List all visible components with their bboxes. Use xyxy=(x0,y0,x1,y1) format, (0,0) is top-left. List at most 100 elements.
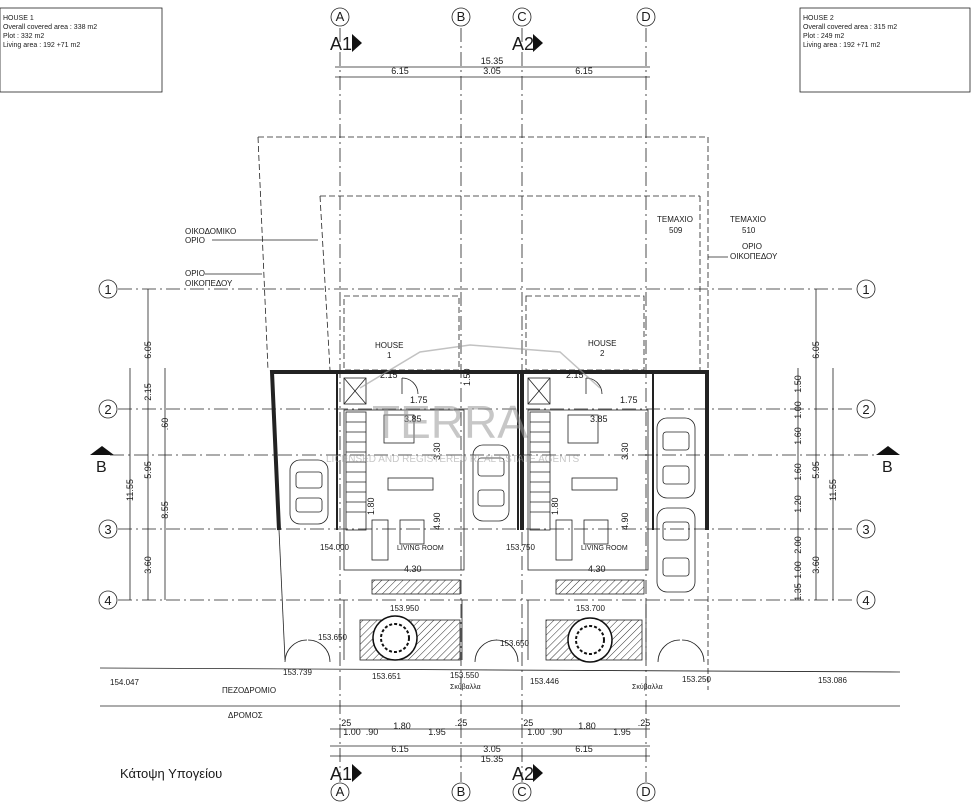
level-153739: 153.739 xyxy=(283,668,312,677)
tree-icon xyxy=(567,617,613,663)
h2-dim-385: 3.85 xyxy=(590,414,608,424)
dim-top-total: 15.35 xyxy=(481,56,504,66)
dim-right-d4: 1.60 xyxy=(793,463,803,481)
grid-row-4-right: 4 xyxy=(862,593,869,608)
section-b-right: B xyxy=(882,459,893,476)
house1-living: Living area : 192 +71 m2 xyxy=(3,42,80,49)
grid-row-4-left: 4 xyxy=(104,593,111,608)
level-153651: 153.651 xyxy=(372,672,401,681)
h1-dim-215: 2.15 xyxy=(380,370,398,380)
house2-covered: Overall covered area : 315 m2 xyxy=(803,24,897,31)
car-icon xyxy=(656,507,696,593)
h2-living-room: LIVING ROOM xyxy=(581,545,628,552)
dim-right-d6: 2.00 xyxy=(793,536,803,554)
dim-bottom-b: 1.00 xyxy=(343,727,361,737)
label-oikodomiko-2: ΟΡΙΟ xyxy=(185,236,205,245)
car-icons xyxy=(289,417,696,593)
grid-col-c-bottom: C xyxy=(517,784,526,799)
label-temaxio-510-a: ΤΕΜΑΧΙΟ xyxy=(730,215,766,224)
label-oikodomiko-1: ΟΙΚΟΔΟΜΙΚΟ xyxy=(185,227,236,236)
dim-bottom-a2: .25 xyxy=(521,718,534,728)
dim-bottom-f: .25 xyxy=(455,718,468,728)
watermark-small-text: LICENSED AND REGISTERED REAL ESTATE AGEN… xyxy=(326,454,580,465)
level-153550: 153.550 xyxy=(450,671,479,680)
car-icon xyxy=(656,417,696,499)
level-154000: 154.000 xyxy=(320,543,349,552)
level-153250: 153.250 xyxy=(682,675,711,684)
house1-covered: Overall covered area : 338 m2 xyxy=(3,24,97,31)
dim-right-d7: 1.00 xyxy=(793,561,803,579)
section-markers: A1 A2 A1 A2 B B xyxy=(90,34,900,784)
dim-bottom-mid: 3.05 xyxy=(483,744,501,754)
grid-col-b-bottom: B xyxy=(457,784,466,799)
watermark-big-text: TERRA xyxy=(372,396,528,448)
dim-bottom-f2: .25 xyxy=(638,718,651,728)
watermark-logo: TERRA LICENSED AND REGISTERED REAL ESTAT… xyxy=(326,344,601,465)
dim-bottom-e2: 1.95 xyxy=(613,727,631,737)
plan-title: Κάτοψη Υπογείου xyxy=(120,766,222,781)
h2-dim-175: 1.75 xyxy=(620,395,638,405)
dim-bottom-e: 1.95 xyxy=(428,727,446,737)
h2-dim-330: 3.30 xyxy=(620,442,630,460)
label-house-1-b: 1 xyxy=(387,351,392,360)
tree-icon xyxy=(372,615,418,661)
grid-col-b-top: B xyxy=(457,9,466,24)
dim-bottom-b2: 1.00 xyxy=(527,727,545,737)
level-154047: 154.047 xyxy=(110,678,139,687)
dim-bottom-total: 15.35 xyxy=(481,754,504,764)
grid-bubbles-rows: 1 2 3 4 1 2 3 4 xyxy=(98,279,876,610)
dim-top-left: 6.15 xyxy=(391,66,409,76)
dim-bottom-c: .90 xyxy=(366,727,379,737)
level-153950: 153.950 xyxy=(390,604,419,613)
h2-dim-215: 2.15 xyxy=(566,370,584,380)
grid-col-d-bottom: D xyxy=(641,784,650,799)
section-a2-bottom: A2 xyxy=(512,764,534,784)
h1-dim-180: 1.80 xyxy=(366,497,376,515)
dim-top-right: 6.15 xyxy=(575,66,593,76)
h1-dim-330: 3.30 xyxy=(432,442,442,460)
grid-bubbles-bottom: A B C D xyxy=(330,782,656,802)
dim-right-d8: 1.35 xyxy=(793,583,803,601)
house1-plot: Plot : 332 m2 xyxy=(3,33,44,40)
dim-bottom-right: 6.15 xyxy=(575,744,593,754)
grid-col-a-top: A xyxy=(336,9,345,24)
section-b-left: B xyxy=(96,459,107,476)
grid-row-1-left: 1 xyxy=(104,282,111,297)
section-a1-bottom: A1 xyxy=(330,764,352,784)
dim-left-r6: .60 xyxy=(160,418,170,431)
house1-info-box: HOUSE 1 Overall covered area : 338 m2 Pl… xyxy=(0,7,163,93)
grid-row-2-left: 2 xyxy=(104,402,111,417)
dim-right-total: 11.55 xyxy=(828,479,838,501)
dim-right-d3: 1.60 xyxy=(793,427,803,445)
h1-dim-490: 4.90 xyxy=(432,512,442,530)
dim-right-r1: 6.05 xyxy=(811,341,821,359)
label-temaxio-509-b: 509 xyxy=(669,226,683,235)
label-temaxio-509-a: ΤΕΜΑΧΙΟ xyxy=(657,215,693,224)
house1-title: HOUSE 1 xyxy=(3,15,34,22)
h1-dim-175: 1.75 xyxy=(410,395,428,405)
h2-dim-180: 1.80 xyxy=(550,497,560,515)
car-icon xyxy=(289,459,329,525)
label-orio-2: ΟΙΚΟΠΕΔΟΥ xyxy=(185,279,233,288)
dim-right-d5: 1.20 xyxy=(793,495,803,513)
level-153650-b: 153.650 xyxy=(500,639,529,648)
front-yard xyxy=(278,529,705,663)
level-153750: 153.750 xyxy=(506,543,535,552)
horizontal-grid-lines xyxy=(110,288,874,601)
top-dimensions: 15.35 6.15 3.05 6.15 xyxy=(335,56,650,78)
label-orio-1: ΟΡΙΟ xyxy=(185,269,205,278)
level-153086: 153.086 xyxy=(818,676,847,685)
h1-dim-430: 4.30 xyxy=(404,564,422,574)
bottom-dimensions: .25 1.00 .90 1.80 1.95 .25 .25 1.00 .90 … xyxy=(330,718,650,764)
label-skyvala-2: Σκύβαλλα xyxy=(632,683,663,691)
dim-right-r2: 5.95 xyxy=(811,461,821,479)
h1-dim-385: 3.85 xyxy=(404,414,422,424)
grid-row-2-right: 2 xyxy=(862,402,869,417)
dim-bottom-left: 6.15 xyxy=(391,744,409,754)
section-a1-top: A1 xyxy=(330,34,352,54)
grid-row-1-right: 1 xyxy=(862,282,869,297)
dim-left-r1: 6.05 xyxy=(143,341,153,359)
label-orio-right-1: ΟΡΙΟ xyxy=(742,242,762,251)
